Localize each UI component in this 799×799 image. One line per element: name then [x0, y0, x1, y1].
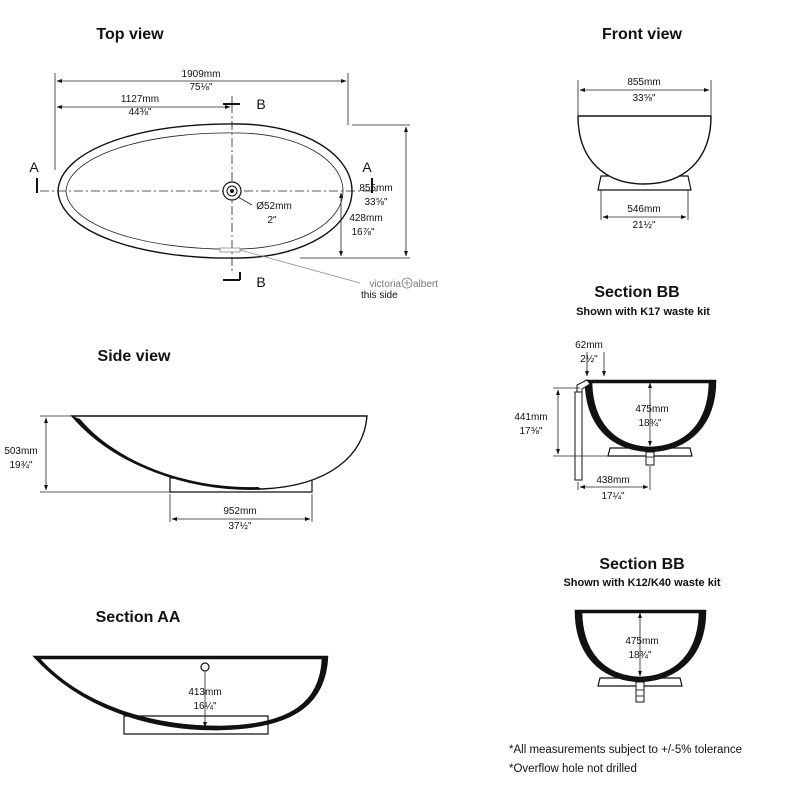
- section-bb-k17: Section BB Shown with K17 waste kit 62mm…: [514, 284, 717, 502]
- section-b-top-label: B: [256, 96, 265, 112]
- section-bb-k12: Section BB Shown with K12/K40 waste kit …: [563, 556, 721, 703]
- front-tub-outline: [577, 115, 712, 185]
- front-width-in-label: 33⅝": [632, 93, 655, 104]
- section-bb-k17-title: Section BB: [594, 284, 679, 301]
- brand-position-marker: [219, 247, 241, 253]
- width-in-label: 33⅝": [364, 197, 387, 208]
- brand-name-right: albert: [413, 279, 438, 290]
- notes: *All measurements subject to +/-5% toler…: [509, 744, 742, 775]
- k17-depth-in-label: 18¾": [638, 418, 661, 429]
- waste-outlet-k12: [635, 681, 645, 703]
- section-bb-k17-shell: [584, 379, 717, 453]
- overflow-hole-icon: [200, 662, 210, 672]
- section-aa-depth-in-label: 16¼": [193, 700, 216, 712]
- overall-height-in-label: 17⅜": [519, 426, 542, 437]
- front-width-mm-label: 855mm: [627, 77, 660, 88]
- half-width-in-label: 16⅞": [351, 227, 374, 238]
- section-b-bottom-label: B: [256, 274, 265, 290]
- section-aa-title: Section AA: [96, 609, 181, 626]
- overflow-note: *Overflow hole not drilled: [509, 763, 637, 775]
- k12-depth-mm-label: 475mm: [625, 636, 658, 647]
- section-a-left-label: A: [29, 159, 39, 175]
- section-aa-depth-mm-label: 413mm: [188, 687, 221, 698]
- brand-name-left: victoria: [369, 279, 401, 290]
- top-view: Top view 1909mm 75⅛" 1127mm 44⅜" A A B B: [29, 26, 438, 301]
- side-height-mm-label: 503mm: [4, 446, 37, 457]
- rim-offset-mm-label: 62mm: [575, 340, 603, 351]
- waste-diameter-in-label: 2": [267, 215, 277, 226]
- k12-depth-in-label: 18¾": [628, 650, 651, 661]
- side-height-in-label: 19¾": [9, 460, 32, 471]
- overflow-pipe: [574, 391, 583, 481]
- half-width-mm-label: 428mm: [349, 213, 382, 224]
- front-view: Front view 855mm 33⅝" 546mm 21½": [577, 26, 712, 231]
- top-view-title: Top view: [96, 26, 164, 43]
- side-view: Side view 503mm 19¾" 952mm 37½": [4, 348, 368, 532]
- waste-outlet-k17: [645, 451, 655, 466]
- section-bb-k17-subtitle: Shown with K17 waste kit: [576, 306, 710, 318]
- front-view-title: Front view: [602, 26, 683, 43]
- overall-height-mm-label: 441mm: [514, 412, 547, 423]
- side-view-title: Side view: [98, 348, 171, 365]
- section-aa: Section AA 413mm 16¼": [32, 609, 329, 735]
- section-aa-shell: [32, 655, 329, 731]
- k17-depth-mm-label: 475mm: [635, 404, 668, 415]
- rim-offset-in-label: 2½": [580, 354, 598, 365]
- front-base-mm-label: 546mm: [627, 204, 660, 215]
- brand-note: this side: [361, 290, 398, 301]
- waste-diameter-mm-label: Ø52mm: [256, 201, 292, 212]
- side-base-mm-label: 952mm: [223, 506, 256, 517]
- side-base-in-label: 37½": [228, 521, 251, 532]
- length-in-label: 75⅛": [189, 82, 212, 93]
- waste-offset-in-label: 44⅜": [128, 107, 151, 118]
- tolerance-note: *All measurements subject to +/-5% toler…: [509, 744, 742, 756]
- width-mm-label: 855mm: [359, 183, 392, 194]
- front-base-in-label: 21½": [632, 220, 655, 231]
- k17-waste-offset-in-label: 17¼": [601, 490, 624, 502]
- k17-waste-offset-mm-label: 438mm: [596, 475, 629, 486]
- section-bb-k12-subtitle: Shown with K12/K40 waste kit: [563, 577, 720, 589]
- section-a-right-label: A: [362, 159, 372, 175]
- length-mm-label: 1909mm: [182, 69, 221, 80]
- waste-offset-mm-label: 1127mm: [121, 94, 159, 105]
- section-bb-k12-title: Section BB: [599, 556, 684, 573]
